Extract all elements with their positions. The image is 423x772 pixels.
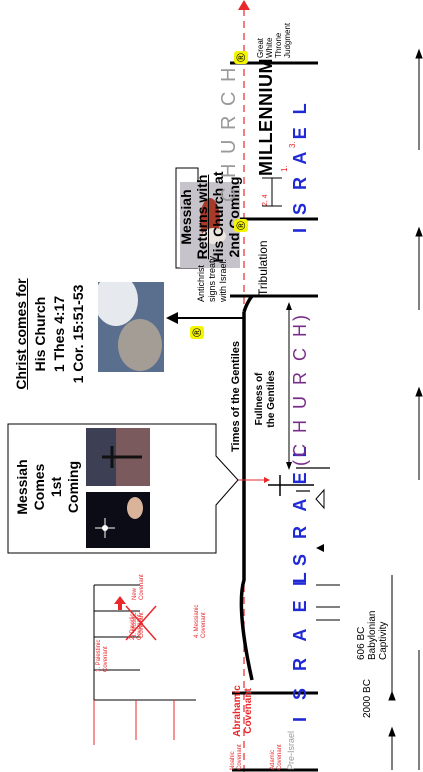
adamic-covenant-label: Adamic Covenant (270, 744, 283, 770)
timeline-arrowhead (238, 0, 250, 10)
millennium-label: MILLENNIUM (256, 58, 276, 176)
messiah-comes-text: Messiah Comes 1st Coming (14, 459, 81, 515)
covenant-red-lines (93, 700, 175, 745)
covenant-messianic: 4. Messianic Covenant (194, 604, 207, 638)
noahic-covenant-label: Noahic Covenant (230, 744, 243, 770)
rapture-symbol-left: ® (190, 326, 204, 339)
times-of-gentiles-label: Times of the Gentiles (230, 340, 242, 452)
fullness-bracket-bottom-arrow (286, 462, 292, 470)
tribulation-label: Tribulation (256, 240, 270, 296)
israel-age-curve (239, 294, 254, 681)
new-covenant-arrow (114, 596, 126, 610)
israel-label-left: I S R A E L (290, 566, 310, 722)
rapture-symbol-mid: ® (234, 219, 248, 232)
small-arrow-2 (316, 544, 324, 552)
antichrist-label: Antichrist signs treaty with Israel. (196, 255, 228, 302)
right-side-arrows (388, 48, 423, 770)
pre-israel-label: Pre-Israel (286, 730, 296, 770)
israel-label-right: I S R A E L (290, 99, 310, 233)
messiah-comes-callout (7, 423, 239, 554)
covenant-mosaic: 3. Mosaic Covenant (132, 612, 145, 638)
new-covenant-label: New Covenant (132, 574, 145, 600)
christ-comes-text: Christ comes for His Church 1 Thes 4:17 … (13, 278, 86, 390)
fullness-label: Fullness of the Gentiles (254, 370, 277, 428)
date-2000-label: 2000 BC (362, 679, 373, 718)
date-606-label: 606 BC Babylonian Captivity (356, 610, 389, 660)
rapture-arrowhead (166, 312, 178, 324)
church-label-paren: (C H U R C H) (290, 312, 310, 466)
small-arrow-1 (315, 488, 325, 510)
great-white-throne-label: Great White Throne Judgment (256, 22, 292, 58)
mosaic-cross-2 (125, 605, 157, 641)
millennium-num-24: 2, 4 (262, 194, 269, 206)
covenant-palestinic: 1. Palestinic Covenant (96, 639, 109, 672)
church-label-top: C H U R C H (218, 65, 240, 202)
rapture-symbol-top: ® (234, 51, 248, 64)
first-coming-red-arrow (264, 477, 270, 483)
millennium-num-1: 1. (280, 165, 289, 172)
abrahamic-covenant-label: Abrahamic Covenant (232, 685, 254, 737)
covenant-bracket (93, 584, 196, 701)
fullness-bracket-top-arrow (286, 302, 292, 310)
